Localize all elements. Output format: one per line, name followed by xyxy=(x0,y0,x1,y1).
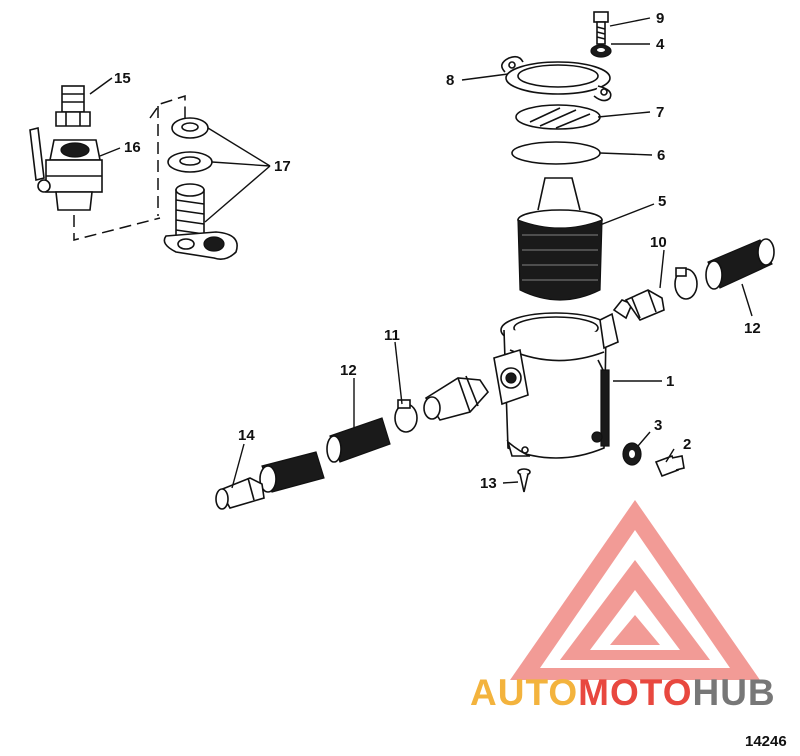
figure-number: 14246 xyxy=(745,733,787,750)
part-12-hose-left xyxy=(326,417,391,463)
part-10-hose-fitting xyxy=(612,289,665,321)
watermark-moto: MOTO xyxy=(578,672,693,713)
callout-9: 9 xyxy=(656,10,664,27)
callout-16: 16 xyxy=(124,139,141,156)
callout-1: 1 xyxy=(666,373,674,390)
part-4-washer xyxy=(590,44,612,58)
callout-11: 11 xyxy=(384,327,400,344)
callout-3: 3 xyxy=(654,417,662,434)
part-9-bolt xyxy=(593,11,609,45)
part-hose-segment xyxy=(259,451,325,493)
callout-14: 14 xyxy=(238,427,255,444)
callout-15: 15 xyxy=(114,70,131,87)
part-1-strainer-housing xyxy=(493,312,619,459)
part-8-cover-ring xyxy=(501,55,612,102)
callout-17: 17 xyxy=(274,158,291,175)
part-17-nut xyxy=(171,117,209,139)
part-16-ball-valve xyxy=(29,127,103,211)
part-11-hose-clamp-right xyxy=(674,267,698,300)
part-17-washer xyxy=(167,151,213,173)
part-11-hose-clamp-left xyxy=(394,399,418,433)
callout-labels: 1 2 3 4 5 6 7 8 9 10 11 12 12 13 14 15 1… xyxy=(114,10,761,492)
watermark-hub: HUB xyxy=(692,672,776,713)
leader-lines xyxy=(89,17,753,489)
part-6-o-ring xyxy=(511,141,601,165)
callout-10: 10 xyxy=(650,234,667,251)
callout-12-left: 12 xyxy=(340,362,357,379)
callout-6: 6 xyxy=(657,147,665,164)
callout-8: 8 xyxy=(446,72,454,89)
watermark-logo-icon xyxy=(510,500,760,680)
part-15-fitting xyxy=(55,85,91,127)
assembly-dashed-lines xyxy=(73,94,186,241)
part-17-through-hull-fitting xyxy=(163,183,238,260)
part-14-hose-fitting xyxy=(215,477,265,510)
part-inlet-fitting-left xyxy=(423,375,490,421)
watermark-text: AUTOMOTOHUB xyxy=(470,672,800,714)
callout-13: 13 xyxy=(480,475,497,492)
callout-5: 5 xyxy=(658,193,666,210)
watermark-auto: AUTO xyxy=(470,672,579,713)
callout-7: 7 xyxy=(656,104,664,121)
part-7-glass-lens xyxy=(515,104,601,130)
part-5-strainer-basket xyxy=(517,177,603,301)
part-3-washer xyxy=(622,442,642,466)
callout-2: 2 xyxy=(683,436,691,453)
part-2-drain-plug xyxy=(654,454,685,478)
callout-12-right: 12 xyxy=(744,320,761,337)
part-12-hose-right xyxy=(705,238,775,290)
part-13-screw xyxy=(517,468,531,493)
callout-4: 4 xyxy=(656,36,665,53)
